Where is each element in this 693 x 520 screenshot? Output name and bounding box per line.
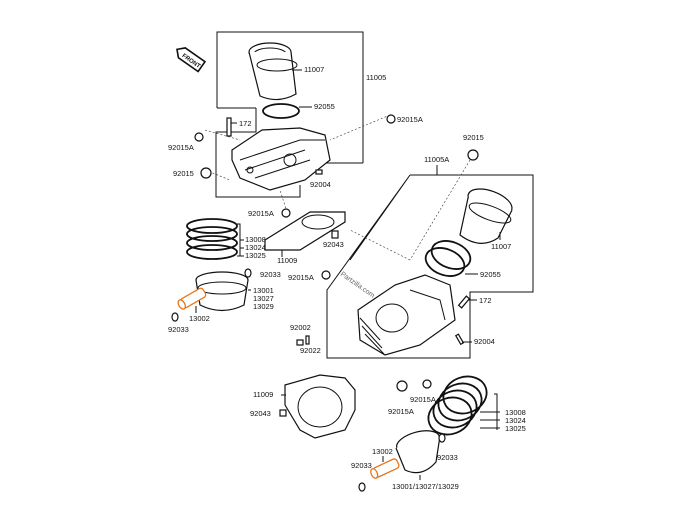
dowel-92043-upper — [331, 230, 339, 239]
clip-92033 — [438, 433, 446, 443]
part-label[interactable]: 92015A — [410, 395, 436, 404]
clip-92033 — [171, 312, 179, 322]
part-label[interactable]: 11007 — [491, 242, 511, 251]
part-label[interactable]: 92043 — [323, 240, 344, 249]
part-label[interactable]: 13025 — [505, 424, 526, 433]
part-label[interactable]: 11005A — [424, 155, 449, 164]
part-label[interactable]: 92015A — [397, 115, 423, 124]
part-label[interactable]: 92004 — [474, 337, 495, 346]
piston-pin-lower — [370, 458, 400, 479]
o-ring-lower — [430, 240, 472, 270]
bolt-92002 — [296, 339, 304, 346]
cylinder-block-lower — [357, 274, 456, 356]
part-label[interactable]: 92033 — [437, 453, 458, 462]
watermark: Partzilla.com — [339, 271, 376, 300]
part-label[interactable]: 92004 — [310, 180, 331, 189]
stud-172-lower — [457, 295, 471, 309]
part-label[interactable]: 13027 — [253, 294, 274, 303]
part-label[interactable]: 92015A — [288, 273, 314, 282]
part-label[interactable]: 11009 — [253, 390, 273, 399]
dowel-92004-upper — [315, 169, 323, 175]
part-label[interactable]: 92033 — [351, 461, 372, 470]
o-ring-upper — [262, 103, 300, 119]
part-label[interactable]: 11009 — [277, 256, 297, 265]
part-label[interactable]: 92015A — [388, 407, 414, 416]
part-label[interactable]: 92043 — [250, 409, 271, 418]
part-label[interactable]: 172 — [479, 296, 492, 305]
cap-nut-92015A — [396, 380, 408, 392]
part-label[interactable]: 13001/13027/13029 — [392, 482, 459, 491]
part-label[interactable]: 13024 — [245, 243, 266, 252]
nut-92015A — [281, 208, 291, 218]
clip-92033 — [358, 482, 366, 492]
part-label[interactable]: 92055 — [314, 102, 335, 111]
part-label[interactable]: 11007 — [304, 65, 324, 74]
part-label[interactable]: 11005 — [366, 73, 386, 82]
part-label[interactable]: 13002 — [372, 447, 393, 456]
part-label[interactable]: 13029 — [253, 302, 274, 311]
front-arrow-icon: FRONT — [176, 47, 207, 73]
part-label[interactable]: 92015 — [173, 169, 194, 178]
part-labels: 11007 11005 92055 172 92015A 92015A 9201… — [168, 65, 526, 491]
nut-92015A — [194, 132, 204, 142]
part-label[interactable]: 13025 — [245, 251, 266, 260]
part-label[interactable]: 92022 — [300, 346, 321, 355]
part-label[interactable]: 92015 — [463, 133, 484, 142]
nut-92015A — [422, 379, 432, 389]
nut-92015A — [386, 114, 396, 124]
piston-pin-upper — [177, 287, 207, 310]
part-label[interactable]: 92033 — [168, 325, 189, 334]
cylinder-liner-lower — [459, 188, 513, 244]
part-label[interactable]: 92015A — [168, 143, 194, 152]
part-label[interactable]: 92015A — [248, 209, 274, 218]
part-label[interactable]: 13008 — [245, 235, 266, 244]
bolt-92022 — [305, 335, 310, 345]
part-label[interactable]: 13002 — [189, 314, 210, 323]
piston-rings-upper — [186, 218, 238, 260]
part-label[interactable]: 13008 — [505, 408, 526, 417]
cylinder-liner-upper — [248, 42, 298, 101]
head-gasket-upper — [264, 211, 346, 251]
part-label[interactable]: 92002 — [290, 323, 311, 332]
part-label[interactable]: 13024 — [505, 416, 526, 425]
cap-nut-92015 — [467, 149, 479, 161]
cap-nut-92015 — [200, 167, 212, 179]
piston-upper — [195, 271, 249, 312]
head-gasket-lower — [284, 374, 356, 439]
o-ring-lower — [424, 247, 466, 277]
clip-92033 — [244, 268, 252, 278]
bracket-11005 — [215, 31, 364, 198]
part-label[interactable]: 92055 — [480, 270, 501, 279]
bracket-11005A — [326, 165, 534, 359]
nut-92015A — [321, 270, 331, 280]
part-label[interactable]: 92033 — [260, 270, 281, 279]
part-label[interactable]: 13001 — [253, 286, 274, 295]
dowel-92043-lower — [279, 409, 287, 417]
piston-lower — [395, 430, 441, 474]
dowel-92004-lower — [454, 333, 465, 346]
stud-172-upper — [226, 117, 232, 137]
piston-rings-lower — [427, 375, 488, 436]
part-label[interactable]: 172 — [239, 119, 252, 128]
